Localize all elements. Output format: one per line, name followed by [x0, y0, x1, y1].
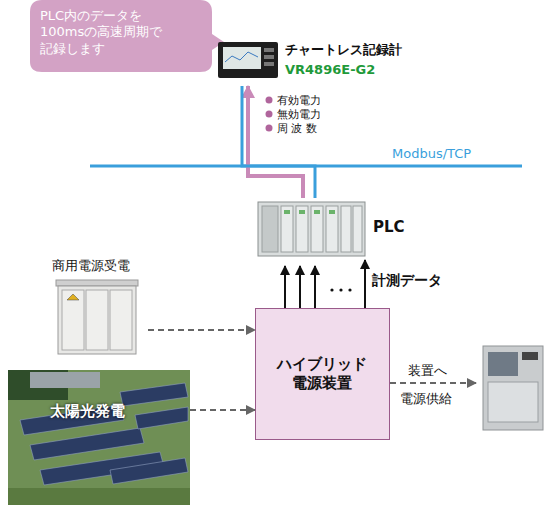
- process-box: ハイブリッド 電源装置: [255, 308, 390, 440]
- ellipsis-dot: [330, 288, 333, 291]
- power-arrow: [148, 329, 255, 331]
- plc-device: PLC: [255, 198, 405, 260]
- plc-device: [258, 202, 365, 256]
- recorder-device: チャートレス記録計 VR4896E-G2: [215, 38, 430, 86]
- measurement-item: 無効電力: [277, 107, 321, 122]
- callout-bubble: [30, 0, 224, 72]
- source-title: 商用電源受電: [52, 258, 130, 274]
- solar-photo: [8, 370, 190, 505]
- device-title: PLC: [373, 218, 405, 237]
- recorder-device: [218, 42, 278, 78]
- arrow-note: 装置へ: [408, 362, 447, 380]
- ellipsis-dot: [348, 288, 351, 291]
- edge-label: 計測データ: [372, 272, 442, 290]
- bullet-dot: [266, 111, 273, 118]
- callout-note: PLC内のデータを 100msの高速周期で 記録します: [30, 0, 212, 72]
- device-title: チャートレス記録計: [285, 42, 402, 58]
- power-arrow: [190, 409, 255, 411]
- source-title: 太陽光発電: [50, 402, 125, 421]
- data-arrows: [285, 266, 315, 308]
- data-arrow: [364, 260, 366, 308]
- model-number: VR4896E-G2: [285, 62, 375, 78]
- supply-arrow: [390, 382, 476, 384]
- equipment-machine: [483, 346, 543, 430]
- bullet-dot: [266, 125, 273, 132]
- power-cabinet: [56, 280, 138, 354]
- network-bus: [90, 165, 522, 168]
- measurement-item: 有効電力: [277, 93, 321, 108]
- solar-power-source: 太陽光発電: [8, 370, 190, 505]
- ellipsis-dot: [339, 288, 342, 291]
- edge-label: Modbus/TCP: [392, 146, 471, 161]
- arrow-note: 電源供給: [400, 390, 452, 408]
- grid-power-receiver: 商用電源受電: [52, 258, 148, 358]
- measurement-item: 周 波 数: [277, 121, 317, 136]
- callout-text: PLC内のデータを 100msの高速周期で 記録します: [40, 8, 200, 57]
- bullet-dot: [266, 97, 273, 104]
- box-title: ハイブリッド 電源装置: [256, 355, 388, 393]
